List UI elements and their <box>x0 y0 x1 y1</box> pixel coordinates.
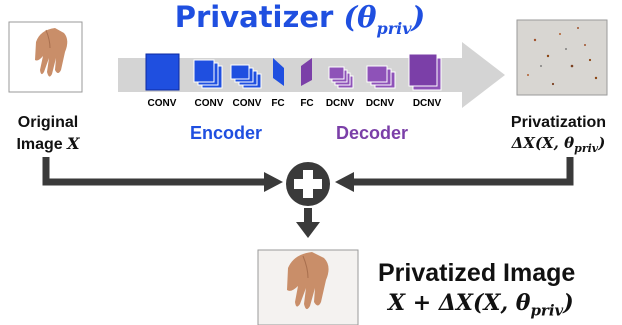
title-param: (θpriv) <box>343 0 426 38</box>
layer-label-6: DCNV <box>325 98 355 109</box>
privatized-image-title: Privatized Image <box>378 259 576 287</box>
layer-label-4: FC <box>271 98 285 109</box>
add-operator-icon <box>286 162 330 206</box>
privatization-label-line1: Privatization <box>510 114 607 131</box>
dcnv-block-1 <box>328 66 354 89</box>
fc-block-encoder <box>273 58 284 86</box>
title-text: Privatizer <box>174 0 334 34</box>
layer-label-8: DCNV <box>412 98 442 109</box>
layer-label-1: CONV <box>147 98 177 109</box>
conv-block-2 <box>193 59 223 89</box>
conv-block-1 <box>145 53 180 91</box>
encoder-layers <box>145 53 284 91</box>
original-image-label: Original Image X <box>0 112 96 155</box>
privatized-image-formula: X + ΔX(X, θpriv) <box>388 290 574 320</box>
layer-label-2: CONV <box>194 98 224 109</box>
dcnv-block-2 <box>366 65 396 89</box>
conv-block-3 <box>230 64 262 89</box>
original-image <box>8 21 83 93</box>
layer-label-3: CONV <box>232 98 262 109</box>
noise-image <box>516 19 608 96</box>
privatizer-title: Privatizer (θpriv) <box>150 0 450 38</box>
layer-label-5: FC <box>300 98 314 109</box>
layer-label-7: DCNV <box>365 98 395 109</box>
decoder-label: Decoder <box>336 123 409 143</box>
privatization-formula: ΔX(X, θpriv) <box>511 134 606 155</box>
input-connector <box>42 157 283 192</box>
privatized-image <box>257 249 359 325</box>
original-label-line2: Image X <box>16 134 80 153</box>
input-var: X <box>67 134 80 153</box>
fc-block-decoder <box>301 58 312 86</box>
original-label-line1: Original <box>17 114 79 131</box>
encoder-label: Encoder <box>190 123 263 143</box>
dcnv-block-3 <box>408 53 442 91</box>
privatization-connector <box>335 157 574 192</box>
privatization-label: Privatization ΔX(X, θpriv) <box>495 112 622 159</box>
hand-icon <box>35 28 68 77</box>
output-arrow <box>296 208 320 238</box>
decoder-layers <box>301 53 442 91</box>
hand-icon <box>287 252 329 310</box>
